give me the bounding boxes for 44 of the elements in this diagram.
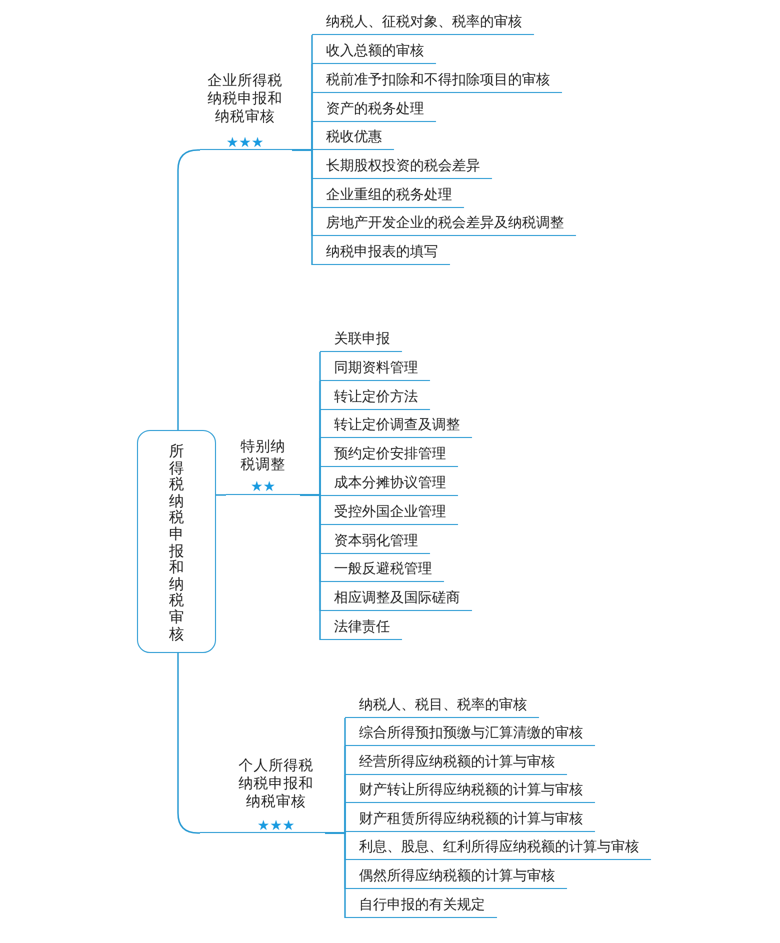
branch-topic [200, 757, 325, 833]
subtopic-label: 一般反避税管理 [320, 558, 444, 582]
subtopic-label: 纳税人、税目、税率的审核 [345, 694, 539, 718]
subtopic-label: 偶然所得应纳税额的计算与审核 [345, 865, 567, 889]
subtopic-label: 财产租赁所得应纳税额的计算与审核 [345, 808, 595, 832]
subtopic-label: 资产的税务处理 [312, 98, 436, 122]
connector-line [325, 832, 346, 918]
subtopic-label: 相应调整及国际磋商 [320, 587, 472, 611]
topic-label: 个人所得税纳税申报和纳税审核 [238, 757, 314, 811]
branch-topic [226, 438, 300, 495]
root-title: 所得税纳税申报和纳税审核 [168, 443, 184, 642]
subtopic-label: 受控外国企业管理 [320, 501, 458, 525]
connector-line [177, 653, 200, 834]
subtopic-label: 同期资料管理 [320, 357, 430, 381]
topic-label: 特别纳税调整 [240, 438, 286, 474]
star-rating: ★★ [249, 480, 277, 494]
subtopic-label: 税前准予扣除和不得扣除项目的审核 [312, 69, 562, 93]
subtopic-label: 纳税人、征税对象、税率的审核 [312, 11, 534, 35]
subtopic-label: 转让定价方法 [320, 386, 430, 410]
topic-label: 企业所得税纳税申报和纳税审核 [206, 72, 284, 126]
subtopic-label: 收入总额的审核 [312, 40, 436, 64]
subtopic-label: 自行申报的有关规定 [345, 894, 497, 918]
star-rating: ★★★ [225, 136, 265, 150]
subtopic-label: 企业重组的税务处理 [312, 184, 464, 208]
branch-topic [200, 72, 292, 150]
subtopic-label: 税收优惠 [312, 126, 394, 150]
subtopic-label: 房地产开发企业的税会差异及纳税调整 [312, 212, 576, 236]
connector-line [216, 494, 226, 496]
connector-line [292, 149, 313, 265]
connector-line [177, 149, 200, 430]
subtopic-label: 经营所得应纳税额的计算与审核 [345, 751, 567, 775]
subtopic-label: 法律责任 [320, 616, 402, 640]
subtopic-label: 长期股权投资的税会差异 [312, 155, 492, 179]
subtopic-label: 成本分摊协议管理 [320, 472, 458, 496]
star-rating: ★★★ [256, 819, 296, 833]
subtopic-label: 预约定价安排管理 [320, 443, 458, 467]
subtopic-label: 纳税申报表的填写 [312, 241, 450, 265]
subtopic-label: 关联申报 [320, 328, 402, 352]
root-box [137, 430, 216, 653]
subtopic-label: 转让定价调查及调整 [320, 414, 472, 438]
subtopic-label: 财产转让所得应纳税额的计算与审核 [345, 779, 595, 803]
subtopic-label: 综合所得预扣预缴与汇算清缴的审核 [345, 722, 595, 746]
subtopic-label: 资本弱化管理 [320, 530, 430, 554]
subtopic-label: 利息、股息、红利所得应纳税额的计算与审核 [345, 836, 651, 860]
